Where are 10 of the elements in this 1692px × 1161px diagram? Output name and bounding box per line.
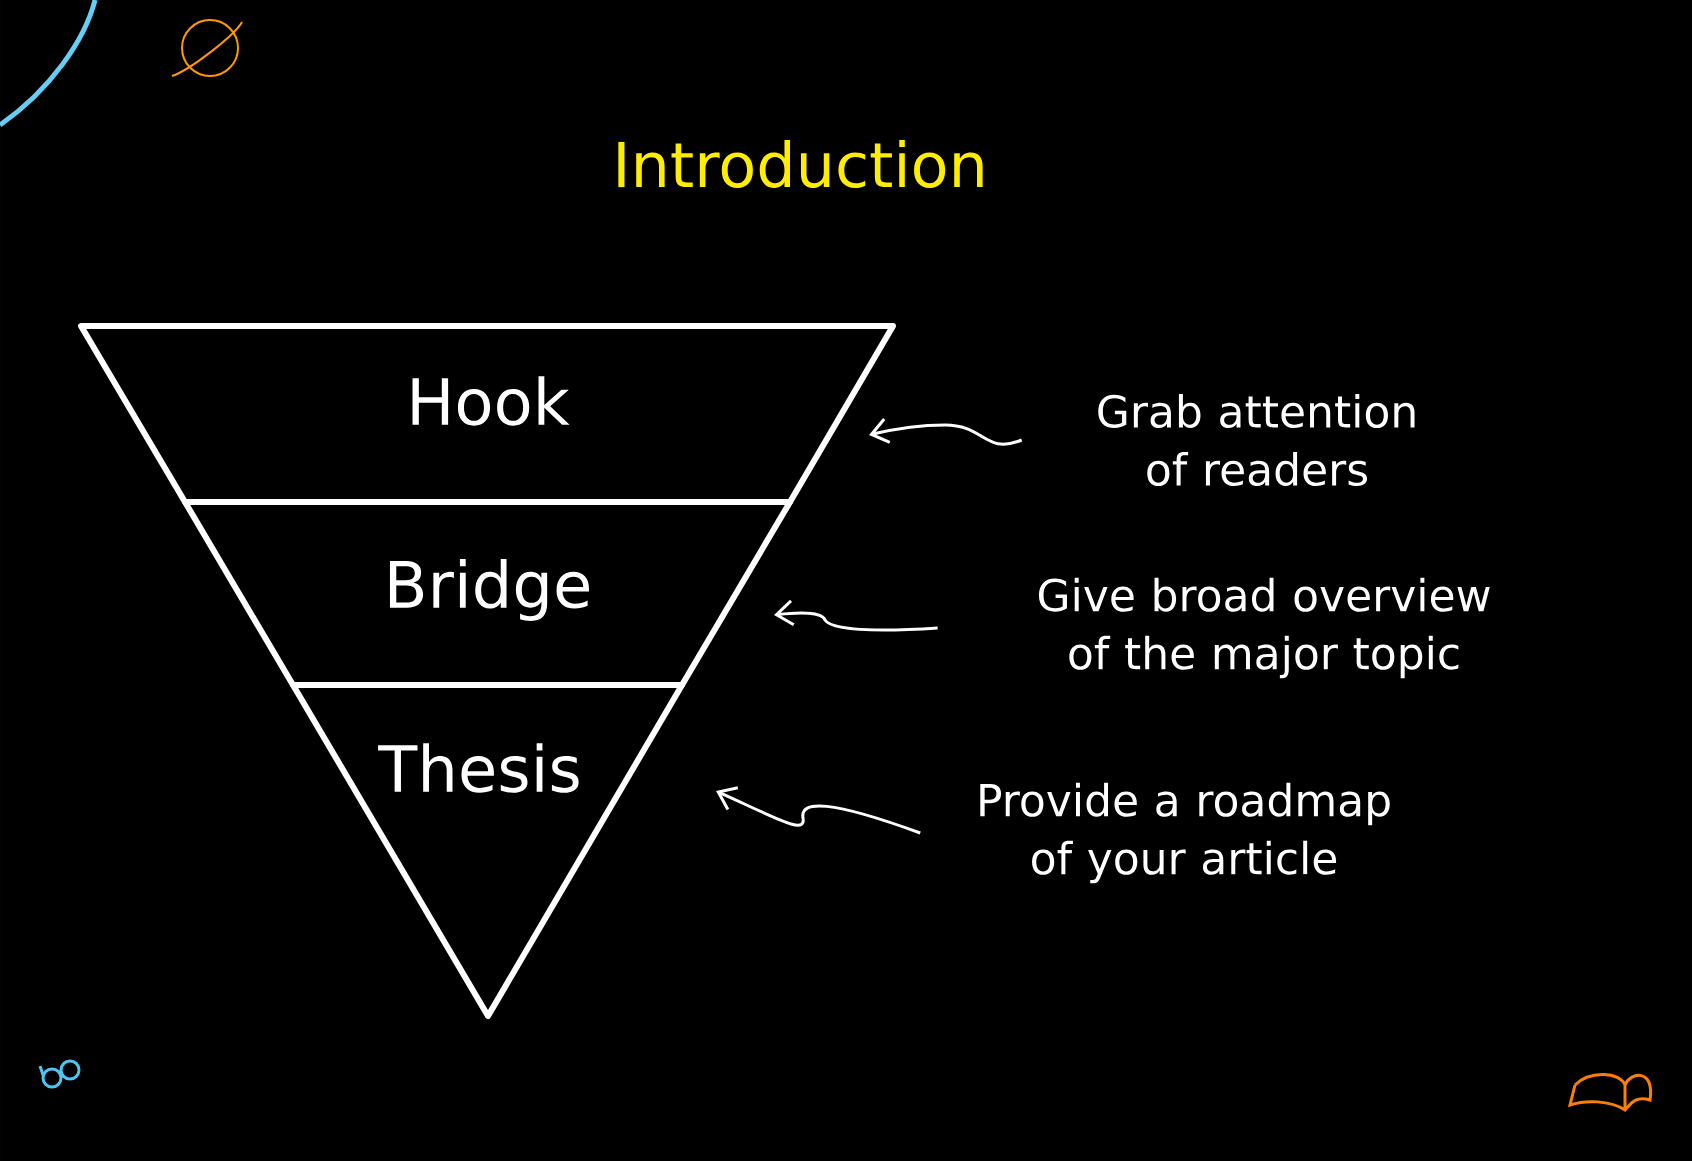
title: Introduction bbox=[618, 140, 983, 188]
funnel-band: Thesis bbox=[290, 682, 685, 1019]
arrow bbox=[869, 418, 1023, 446]
funnel-band: Hook bbox=[78, 323, 896, 505]
funnel-band: Bridge bbox=[182, 499, 793, 688]
arrow bbox=[716, 786, 921, 835]
description-text: Grab attention of readers bbox=[1098, 393, 1415, 487]
description-text: Give broad overview of the major topic bbox=[1038, 577, 1490, 679]
description-text: Provide a roadmap of your article bbox=[980, 782, 1390, 884]
arrow bbox=[774, 599, 938, 632]
